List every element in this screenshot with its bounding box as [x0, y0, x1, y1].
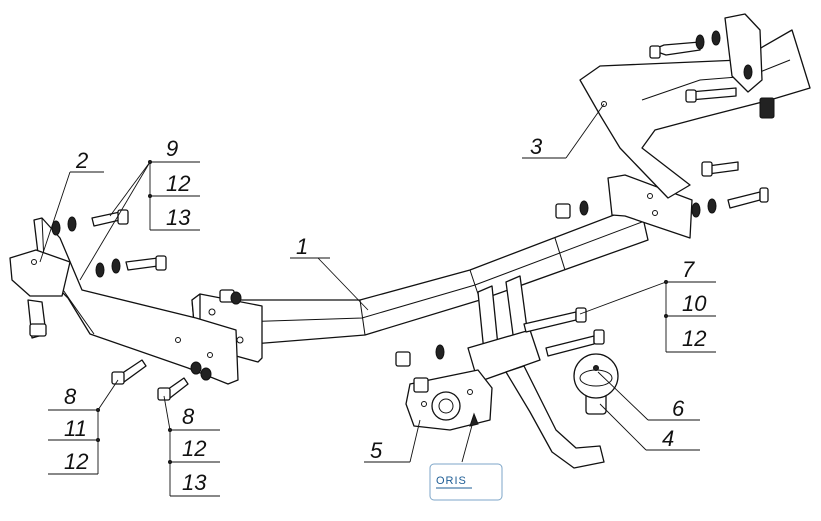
- callout-3: 3: [530, 134, 543, 159]
- oris-logo: ORIS: [429, 463, 503, 501]
- callout-4: 4: [662, 426, 674, 451]
- callout-group-bottom-left-c: 12: [64, 449, 88, 474]
- socket-plate: [405, 369, 493, 431]
- callout-group-top-left-a: 9: [166, 136, 178, 161]
- logo-text: ORIS: [436, 475, 467, 487]
- callout-2: 2: [75, 148, 88, 173]
- nut-washer-set: [51, 30, 753, 381]
- callout-group-bottom-mid-b: 12: [182, 436, 206, 461]
- tow-ball: [573, 353, 619, 415]
- callout-group-top-left-b: 12: [166, 171, 190, 196]
- callout-group-bottom-left-b: 11: [64, 416, 87, 441]
- right-bracket: [579, 13, 811, 199]
- crossbeam: [234, 204, 649, 346]
- right-end-plate: [607, 174, 693, 239]
- callout-group-bottom-left-a: 8: [64, 384, 77, 409]
- bolt-set: [91, 41, 769, 401]
- callout-group-right-b: 10: [682, 291, 707, 316]
- left-bracket: [9, 217, 239, 385]
- callout-group-right-a: 7: [682, 257, 695, 282]
- callout-6: 6: [672, 396, 685, 421]
- callout-group-bottom-mid-c: 13: [182, 470, 207, 495]
- leader-lines: [39, 103, 716, 497]
- callout-group-bottom-mid-a: 8: [182, 404, 195, 429]
- callout-1: 1: [296, 234, 308, 259]
- callout-group-right-c: 12: [682, 326, 706, 351]
- callout-5: 5: [370, 438, 383, 463]
- callout-group-top-left-c: 13: [166, 205, 191, 230]
